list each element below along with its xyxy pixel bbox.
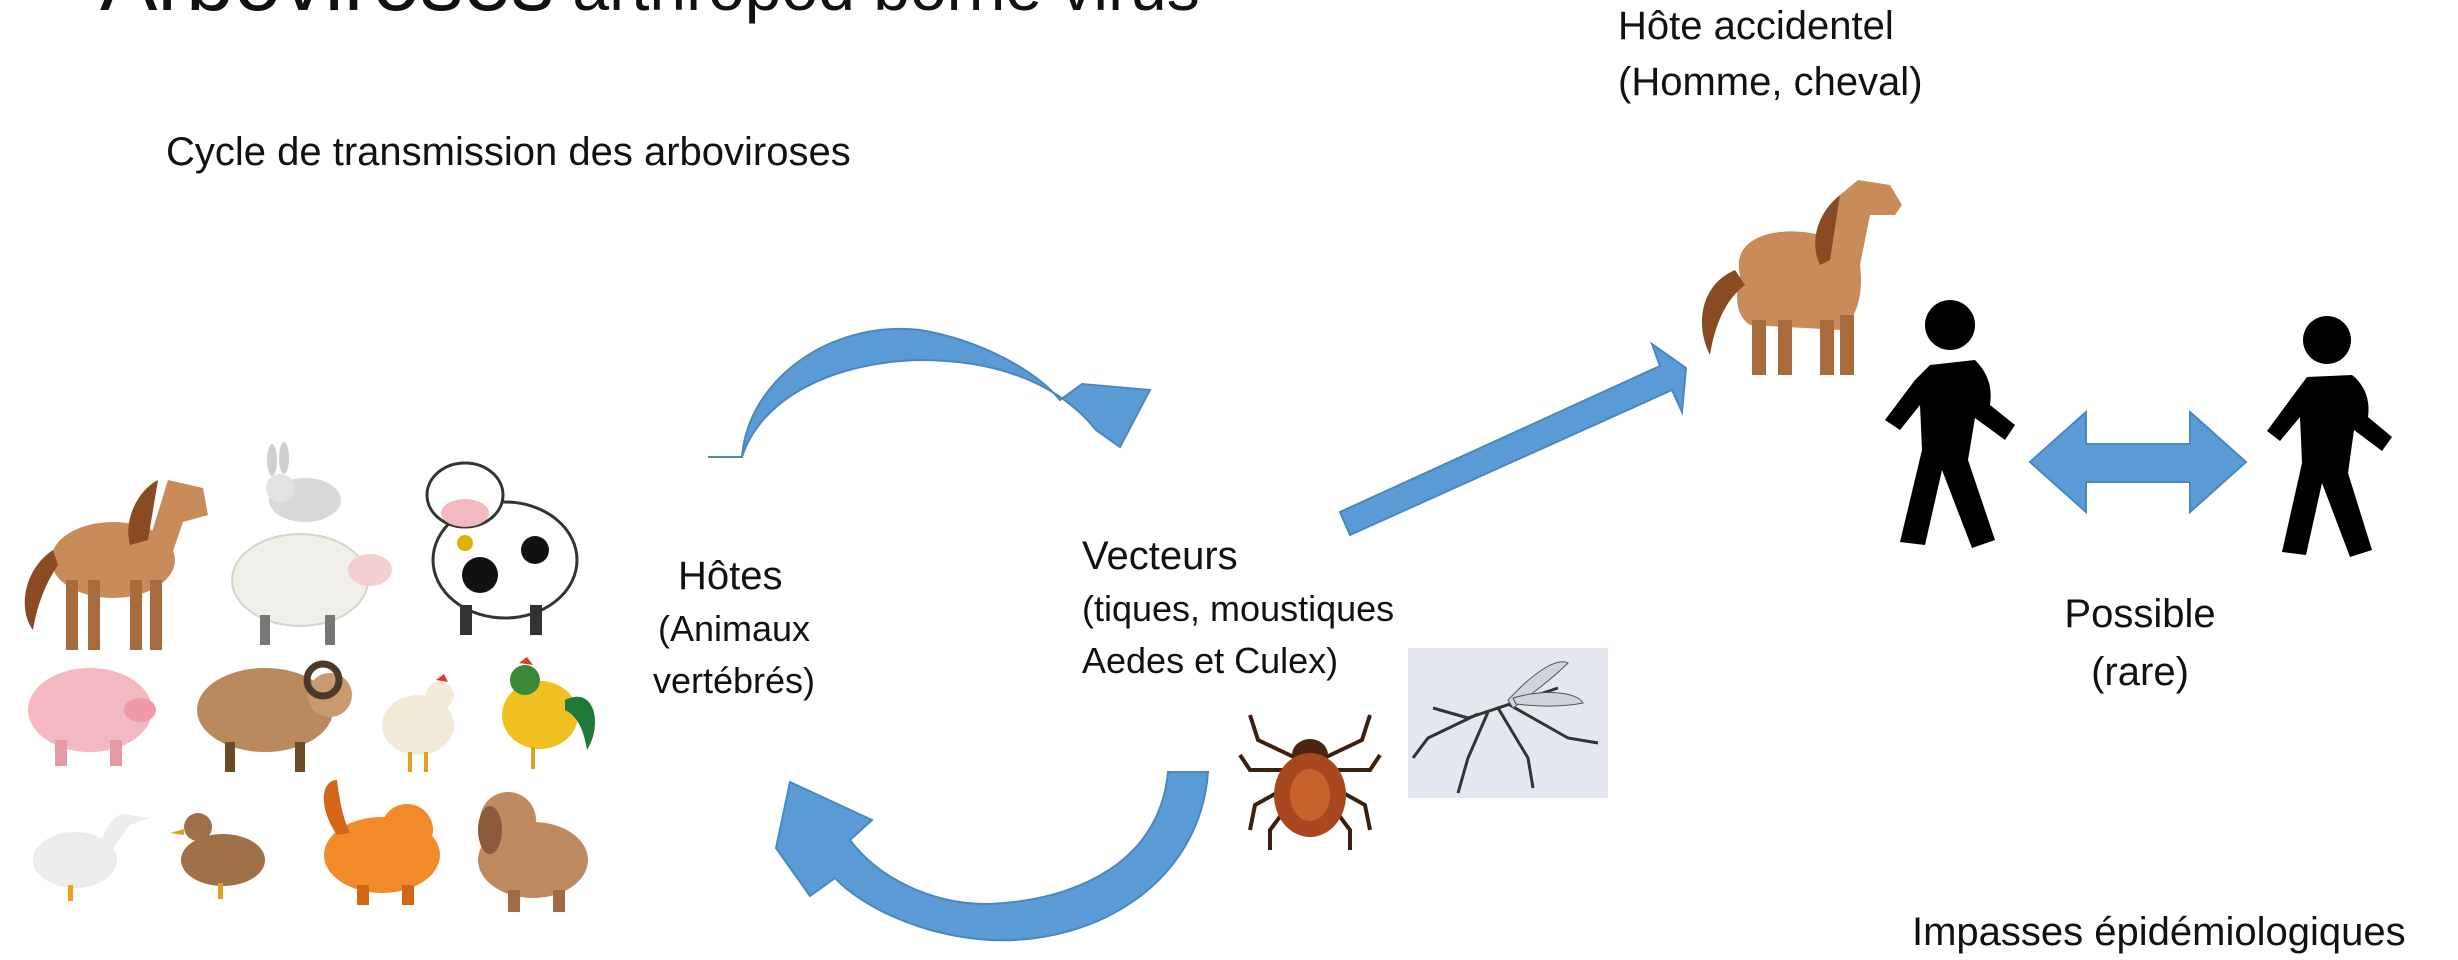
walking-person-icon bbox=[2267, 316, 2392, 557]
cycle-arrow-bottom bbox=[776, 772, 1208, 940]
pig-icon bbox=[28, 668, 156, 766]
hen-icon bbox=[382, 674, 454, 772]
dog-icon bbox=[478, 792, 588, 912]
sheep-icon bbox=[232, 534, 392, 645]
arrow-to-accidental-host bbox=[1340, 344, 1686, 535]
cat-icon bbox=[324, 780, 440, 905]
duck-icon bbox=[170, 813, 265, 899]
rooster-icon bbox=[502, 657, 595, 769]
accidental-horse-icon bbox=[1702, 180, 1902, 375]
walking-person-icon bbox=[1885, 300, 2015, 548]
ram-icon bbox=[197, 664, 352, 772]
tick-icon bbox=[1240, 715, 1380, 850]
goose-icon bbox=[33, 814, 150, 901]
cow-icon bbox=[427, 463, 577, 635]
bidirectional-arrow bbox=[2030, 412, 2246, 512]
mosquito-icon bbox=[1408, 648, 1608, 798]
horse-icon bbox=[25, 480, 208, 650]
rabbit-icon bbox=[266, 442, 341, 522]
cycle-arrow-top bbox=[708, 329, 1150, 457]
